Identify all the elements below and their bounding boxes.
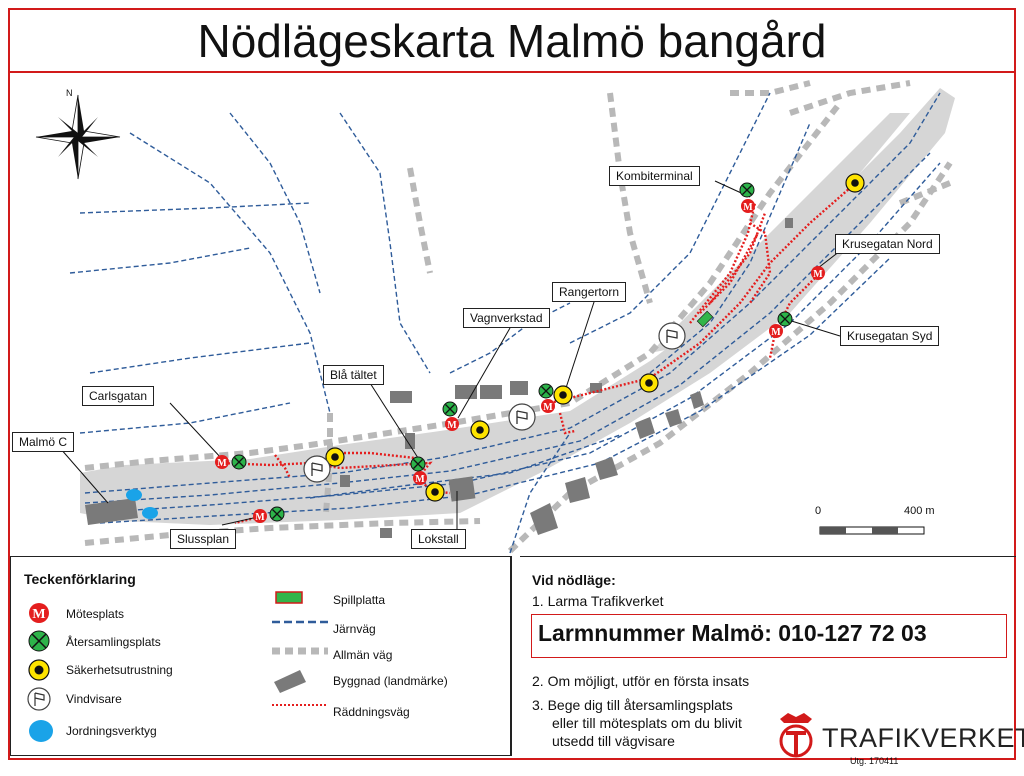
emergency-step-1: 1. Larma Trafikverket bbox=[532, 593, 664, 609]
scale-bar bbox=[819, 526, 925, 535]
rescue-routes bbox=[219, 187, 851, 525]
emergency-phone-number: Larmnummer Malmö: 010-127 72 03 bbox=[538, 620, 927, 646]
svg-text:M: M bbox=[32, 607, 45, 622]
railyard-area bbox=[80, 88, 955, 525]
callout-lokstall: Lokstall bbox=[411, 529, 466, 549]
callout-bla-taltet: Blå tältet bbox=[323, 365, 384, 385]
legend-grounding-tool-label: Jordningsverktyg bbox=[66, 724, 157, 738]
page-title: Nödlägeskarta Malmö bangård bbox=[197, 15, 827, 67]
legend-public-road-icon bbox=[272, 647, 328, 655]
legend-wind-indicator-icon bbox=[27, 687, 51, 711]
emergency-step-3-line-3: utsedd till vägvisare bbox=[552, 733, 675, 749]
spill-plate-marker bbox=[696, 310, 714, 328]
legend-spill-plate-label: Spillplatta bbox=[333, 593, 386, 607]
title-divider bbox=[10, 71, 1014, 73]
legend-rescue-route-label: Räddningsväg bbox=[333, 705, 410, 719]
legend-wind-indicator-label: Vindvisare bbox=[66, 692, 122, 706]
legend-safety-equipment-icon bbox=[28, 659, 50, 681]
callout-krusegatan-nord: Krusegatan Nord bbox=[835, 234, 940, 254]
legend-railway-label: Järnväg bbox=[333, 622, 376, 636]
callout-carlsgatan: Carlsgatan bbox=[82, 386, 155, 406]
map-frame bbox=[8, 8, 1016, 760]
legend-public-road-label: Allmän väg bbox=[333, 648, 393, 662]
compass-north-label: N bbox=[66, 88, 73, 98]
legend-meeting-point-icon: M bbox=[29, 603, 49, 623]
scale-start-label: 0 bbox=[815, 505, 822, 517]
compass-rose bbox=[35, 94, 121, 180]
callout-slussplan: Slussplan bbox=[170, 529, 237, 549]
panel-divider bbox=[510, 556, 512, 756]
phone-number-box bbox=[531, 614, 1007, 658]
legend-spill-plate-icon bbox=[275, 591, 303, 604]
legend-safety-equipment-label: Säkerhetsutrustning bbox=[66, 663, 173, 677]
grounding-tool-marker bbox=[142, 507, 158, 519]
legend-rescue-route-icon bbox=[272, 704, 328, 706]
grounding-tool-marker bbox=[126, 489, 142, 501]
callout-leaders bbox=[59, 180, 841, 530]
emergency-heading: Vid nödläge: bbox=[532, 572, 616, 588]
callout-rangertorn: Rangertorn bbox=[552, 282, 627, 302]
brand-name: TRAFIKVERKET bbox=[822, 723, 1024, 753]
emergency-panel bbox=[520, 556, 1016, 756]
legend-title: Teckenförklaring bbox=[24, 571, 136, 587]
landmark-buildings bbox=[85, 218, 793, 538]
railway-network bbox=[69, 92, 941, 554]
trafikverket-logo-icon bbox=[779, 713, 813, 758]
emergency-step-3-line-1: 3. Bege dig till återsamlingsplats bbox=[532, 697, 733, 713]
legend-building-icon bbox=[274, 670, 306, 693]
callout-vagnverkstad: Vagnverkstad bbox=[463, 308, 550, 328]
legend-grounding-tool-icon bbox=[29, 720, 53, 742]
legend-assembly-point-icon bbox=[28, 630, 50, 652]
legend-panel bbox=[10, 556, 510, 756]
north-yard-strip bbox=[650, 113, 910, 353]
scale-end-label: 400 m bbox=[904, 505, 935, 517]
emergency-step-2: 2. Om möjligt, utför en första insats bbox=[532, 673, 750, 689]
edition-label: Utg. 170411 bbox=[850, 756, 899, 766]
legend-railway-icon bbox=[272, 620, 328, 624]
legend-assembly-point-label: Återsamlingsplats bbox=[66, 635, 161, 649]
legend-meeting-point-label: Mötesplats bbox=[66, 607, 125, 621]
emergency-step-3-line-2: eller till mötesplats om du blivit bbox=[552, 715, 742, 731]
callout-kombiterminal: Kombiterminal bbox=[609, 166, 700, 186]
legend-building-label: Byggnad (landmärke) bbox=[333, 674, 448, 688]
callout-malmo-c: Malmö C bbox=[12, 432, 75, 452]
map-canvas: M bbox=[35, 80, 955, 554]
callout-krusegatan-syd: Krusegatan Syd bbox=[840, 326, 940, 346]
